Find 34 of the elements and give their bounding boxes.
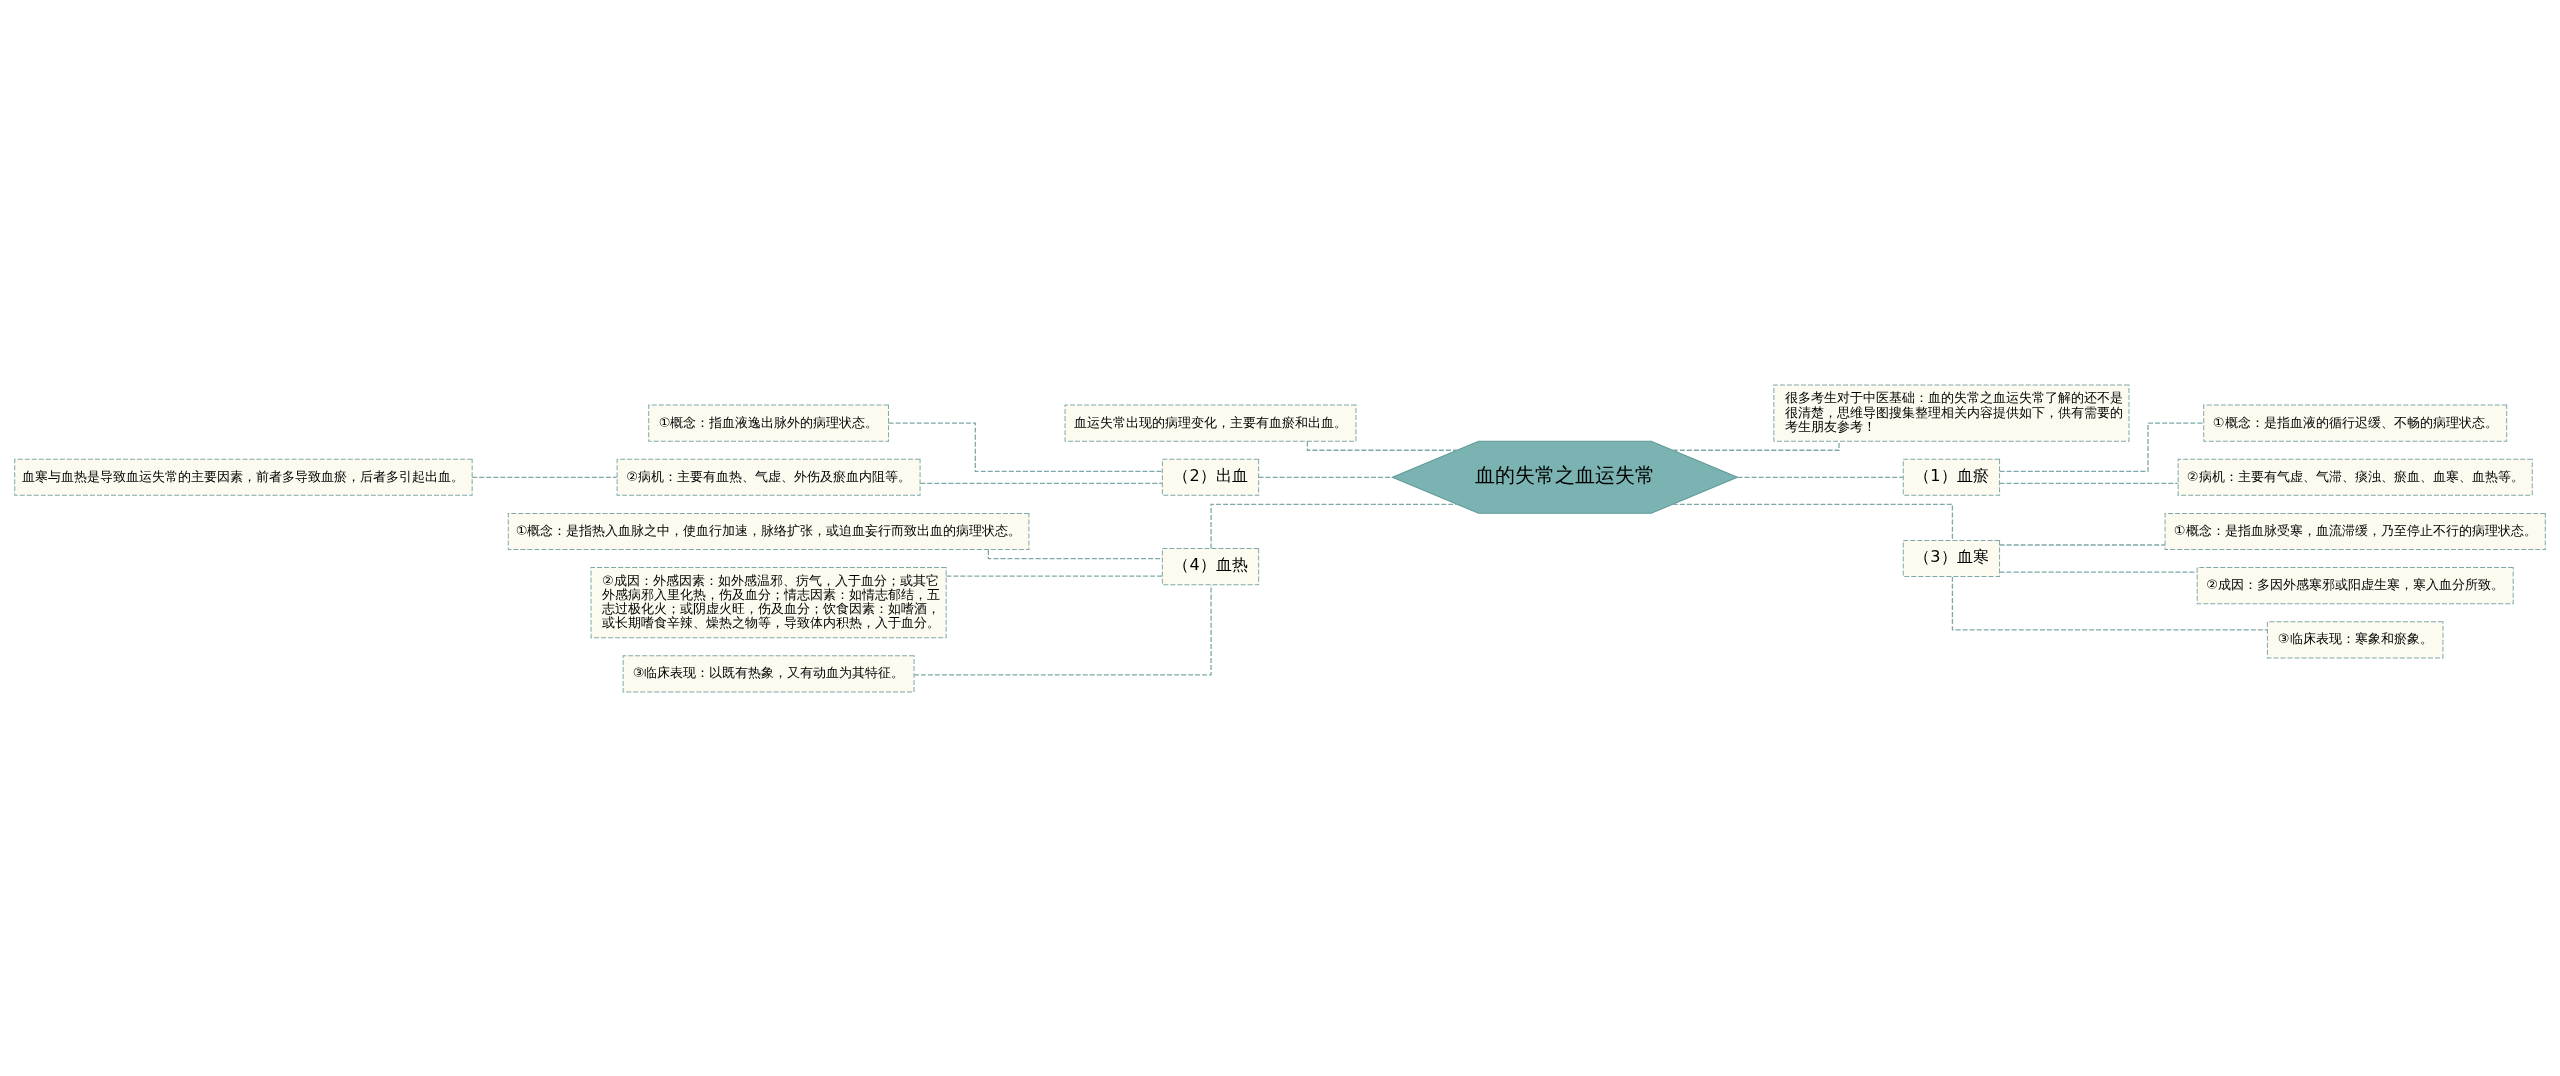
connector (1999, 482, 2179, 484)
connector (1736, 476, 1904, 478)
node-box: ②成因：外感因素：如外感温邪、疠气，入于血分；或其它外感病邪入里化热，伤及血分；情志因素：如情志郁结，五志过极化火；或阴虚火旺，伤及血分；饮食因素：如嗜酒，或长期嗜食辛辣、燥热之物等，导致体内积热，入于血分。 (590, 566, 947, 638)
node-box: ②病机：主要有气虚、气滞、痰浊、瘀血、血寒、血热等。 (2177, 458, 2533, 496)
node-box: 很多考生对于中医基础：血的失常之血运失常了解的还不是很清楚，思维导图搜集整理相关内容提供如下，供有需要的考生朋友参考！ (1773, 384, 2130, 442)
node-box: ①概念：是指热入血脉之中，使血行加速，脉络扩张，或迫血妄行而致出血的病理状态。 (507, 512, 1030, 550)
node-box: ①概念：是指血脉受寒，血流滞缓，乃至停止不行的病理状态。 (2164, 512, 2546, 550)
node-box: ③临床表现：寒象和瘀象。 (2266, 620, 2444, 658)
connector (1672, 503, 1954, 541)
node-box: （1）血瘀 (1902, 458, 2001, 496)
node-box: ②病机：主要有血热、气虚、外伤及瘀血内阻等。 (616, 458, 921, 496)
node-box: 血运失常出现的病理变化，主要有血瘀和出血。 (1064, 404, 1357, 442)
node-box: ②成因：多因外感寒邪或阳虚生寒，寒入血分所致。 (2196, 566, 2514, 604)
connector (1999, 422, 2205, 472)
connector (913, 583, 1212, 676)
node-box: （3）血寒 (1902, 539, 2001, 577)
connector (987, 548, 1163, 559)
connector (945, 574, 1163, 577)
connector (1306, 440, 1458, 451)
node-box: ①概念：是指血液的循行迟缓、不畅的病理状态。 (2203, 404, 2508, 442)
connector (1951, 575, 2268, 630)
connector (471, 476, 618, 478)
node-box: ③临床表现：以既有热象，又有动血为其特征。 (622, 654, 915, 692)
node-box: ①概念：指血液逸出脉外的病理状态。 (648, 404, 889, 442)
connector (919, 482, 1163, 484)
connector (1999, 543, 2166, 546)
connector (887, 422, 1163, 472)
connector (1999, 570, 2198, 573)
node-box: （2）出血 (1161, 458, 1260, 496)
connector (1210, 503, 1458, 549)
connector (1672, 440, 1840, 451)
node-box: 血寒与血热是导致血运失常的主要因素，前者多导致血瘀，后者多引起出血。 (14, 458, 473, 496)
connector (1258, 476, 1393, 478)
node-box: （4）血热 (1161, 547, 1260, 585)
